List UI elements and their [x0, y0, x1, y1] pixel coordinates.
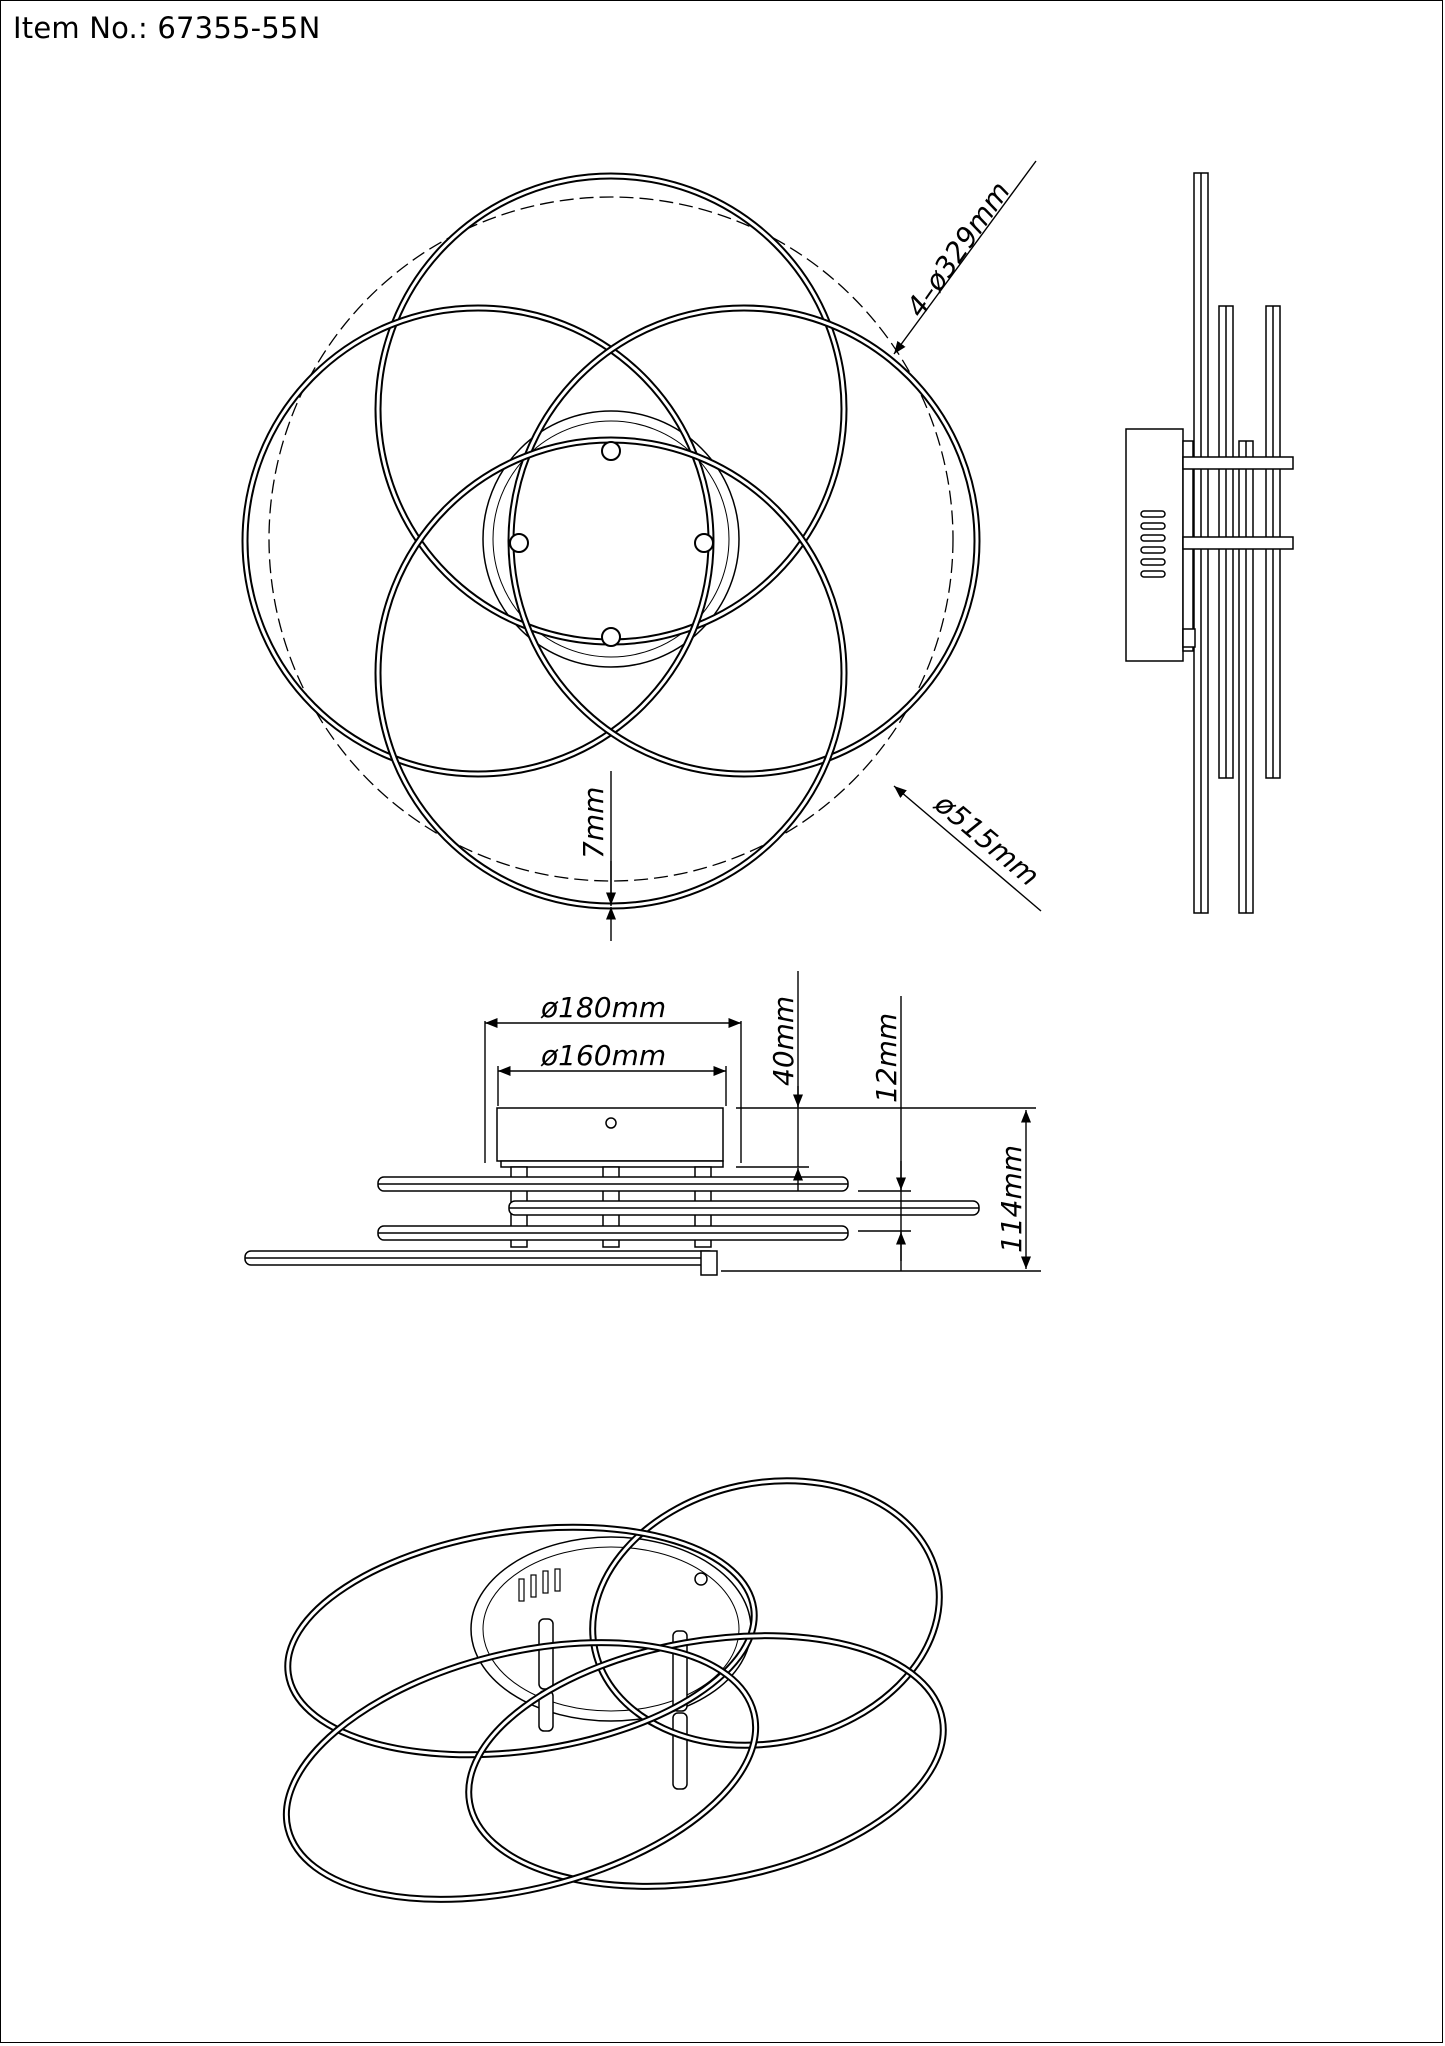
pin-right — [694, 533, 714, 553]
top-view — [241, 160, 1042, 941]
canopy-inner — [492, 420, 730, 658]
perspective-ring-left — [284, 1523, 758, 1759]
dim-canopy-inner: ø160mm — [540, 1039, 666, 1072]
dim-canopy-outer: ø180mm — [540, 991, 666, 1024]
perspective-ring-back — [589, 1477, 943, 1749]
dim-total-height: 114mm — [995, 1145, 1028, 1253]
ring-left — [241, 304, 715, 778]
perspective-view — [282, 1477, 947, 1903]
overall-outline — [268, 196, 954, 882]
dim-canopy-height: 40mm — [767, 996, 800, 1086]
pin-top — [601, 441, 621, 461]
perspective-ring-front — [282, 1639, 760, 1903]
front-dimensions — [484, 971, 1041, 1272]
canopy-disc — [482, 410, 740, 668]
leader-ring — [893, 160, 1037, 355]
pin-bottom — [601, 627, 621, 647]
front-view — [244, 1107, 980, 1276]
leader-overall — [893, 785, 1042, 912]
side-view — [1125, 172, 1294, 914]
dim-ring-diameter: 4–ø329mm — [900, 176, 1017, 323]
perspective-ring-right — [465, 1632, 947, 1890]
dim-ring-gap: 7mm — [577, 787, 610, 859]
item-number: Item No.: 67355-55N — [13, 11, 321, 45]
pin-left — [509, 533, 529, 553]
ring-right — [507, 304, 981, 778]
dim-overall-diameter: ø515mm — [928, 786, 1046, 892]
dim-ring-spacing: 12mm — [870, 1013, 903, 1103]
ring-top — [374, 172, 848, 646]
